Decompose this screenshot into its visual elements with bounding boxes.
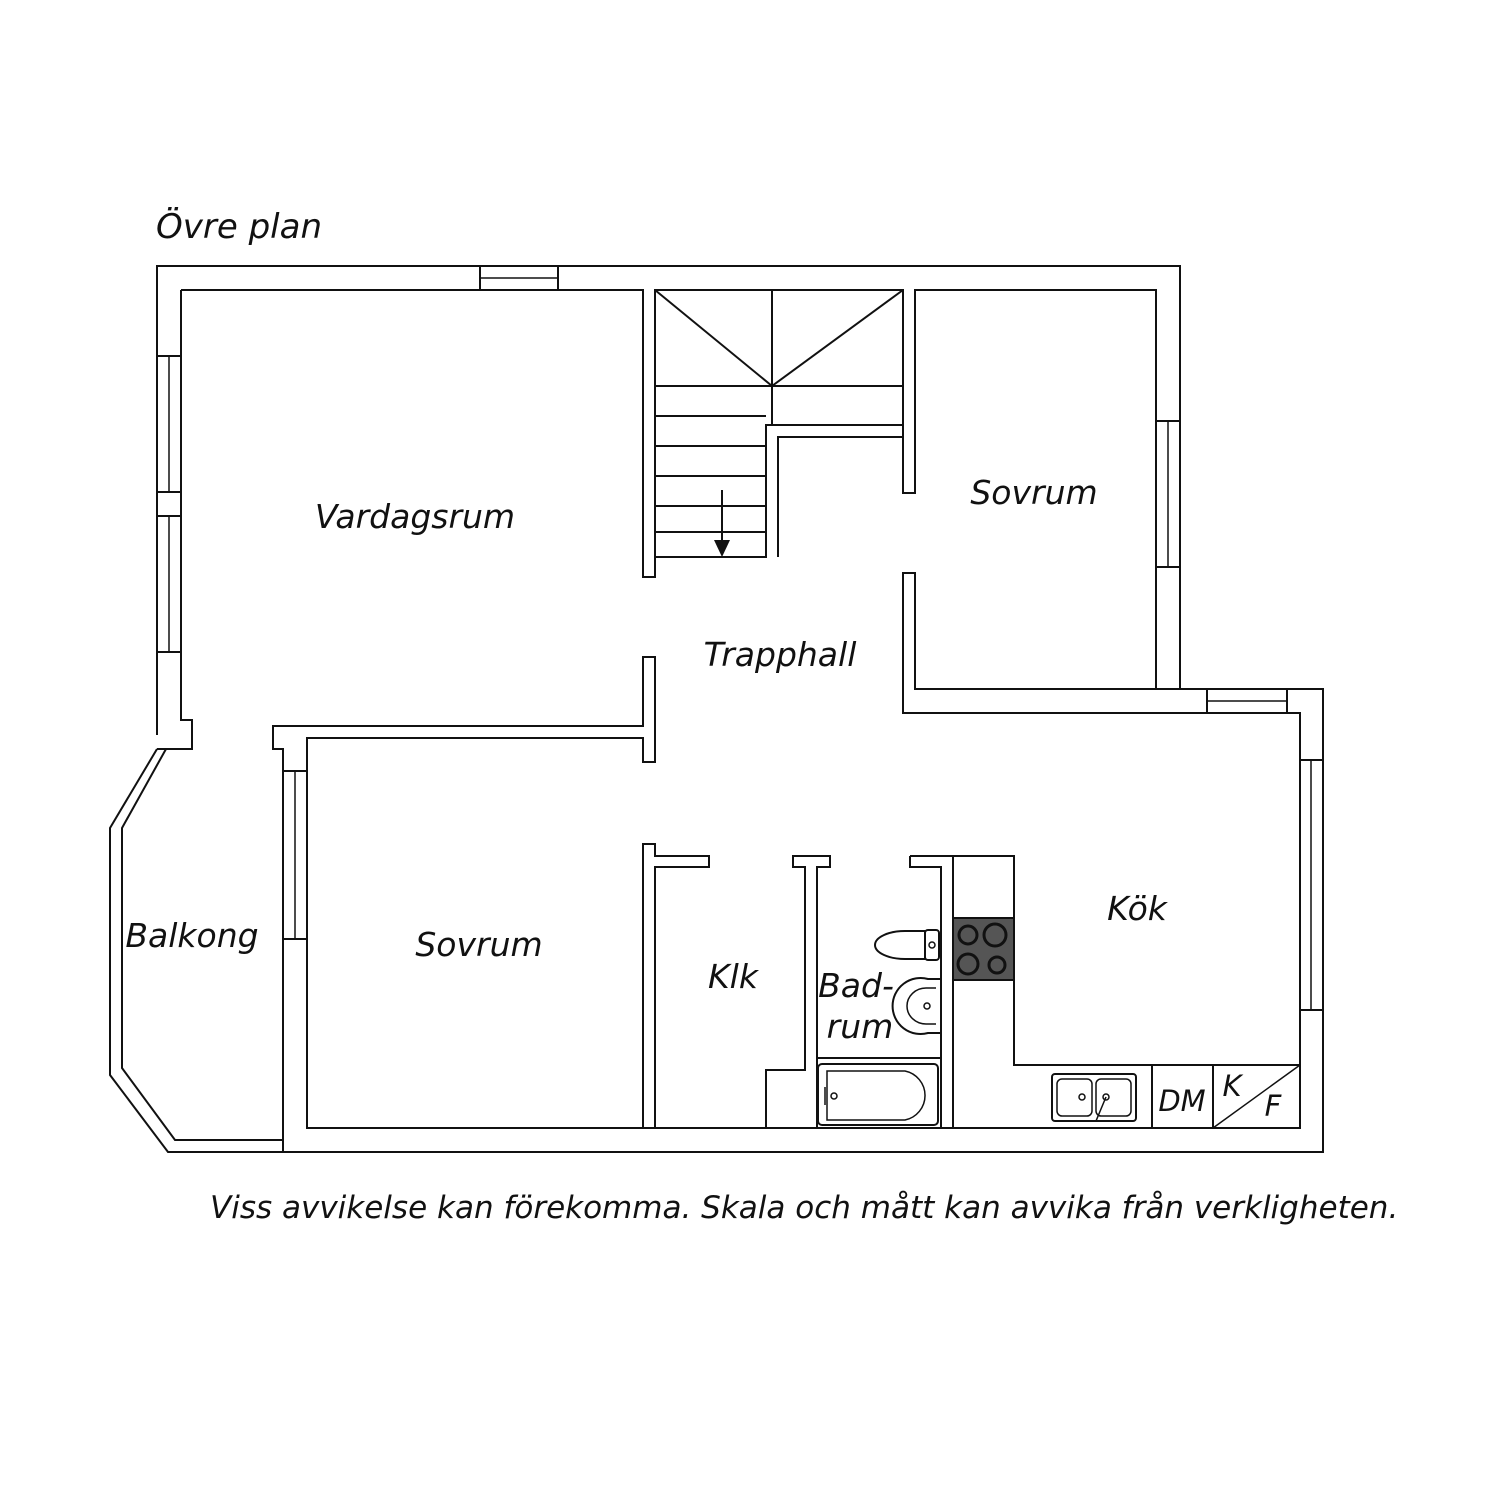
- label-balkong: Balkong: [125, 916, 258, 955]
- label-trapphall: Trapphall: [704, 635, 857, 674]
- toilet: [874, 929, 940, 961]
- label-fridge: K: [1222, 1069, 1243, 1103]
- label-badrum-2: rum: [827, 1007, 894, 1046]
- label-klk: Klk: [708, 957, 760, 996]
- windows: [156, 265, 1324, 1011]
- kitchen-sink: [1051, 1073, 1137, 1122]
- label-dishwasher: DM: [1158, 1084, 1205, 1118]
- arrow-down-icon: [714, 540, 730, 557]
- stove: [952, 917, 1015, 981]
- label-sovrum-right: Sovrum: [970, 473, 1097, 512]
- label-sovrum-left: Sovrum: [415, 925, 542, 964]
- washbasin: [891, 977, 942, 1035]
- balcony: [109, 748, 283, 1153]
- label-vardagsrum: Vardagsrum: [315, 497, 515, 536]
- exterior-walls: [156, 265, 1324, 1153]
- bathtub: [817, 1063, 939, 1126]
- label-kok: Kök: [1107, 889, 1169, 928]
- room-labels: Vardagsrum Trapphall Sovrum Sovrum Balko…: [125, 473, 1282, 1123]
- staircase: [654, 289, 904, 558]
- floor-title: Övre plan: [156, 207, 322, 247]
- label-badrum-1: Bad-: [818, 966, 894, 1005]
- label-freezer: F: [1265, 1089, 1283, 1123]
- disclaimer: Viss avvikelse kan förekomma. Skala och …: [210, 1190, 1399, 1226]
